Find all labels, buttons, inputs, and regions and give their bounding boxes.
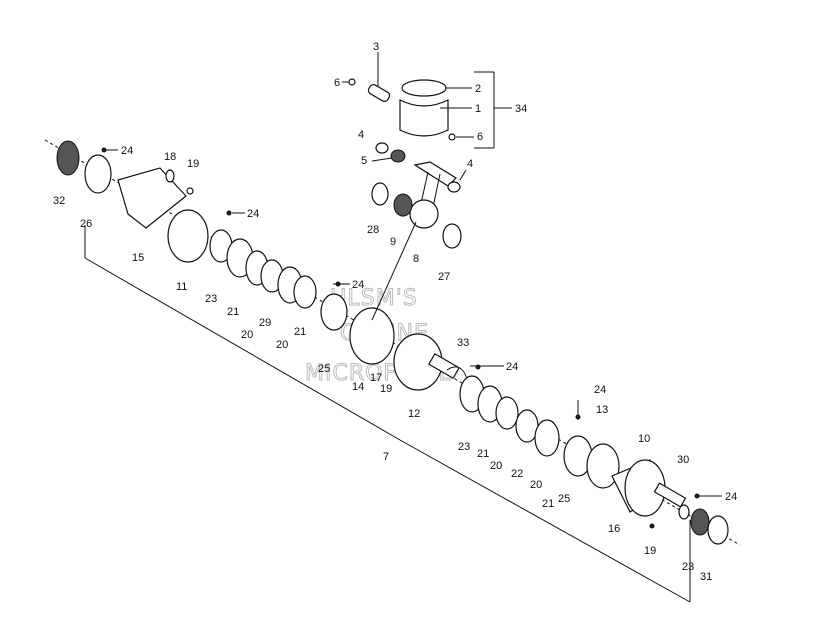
callout-21-c: 21 xyxy=(477,448,489,460)
bearing-5 xyxy=(390,149,406,163)
pin-19-left xyxy=(186,187,194,195)
callout-27: 27 xyxy=(438,271,450,283)
callout-33: 33 xyxy=(457,337,469,349)
crank-web-13 xyxy=(586,443,620,489)
callout-4-bottom: 4 xyxy=(467,158,473,170)
callout-4-top: 4 xyxy=(358,129,364,141)
washer-28 xyxy=(371,182,389,206)
callout-10: 10 xyxy=(638,433,650,445)
callout-25-center: 25 xyxy=(318,363,330,375)
callout-30: 30 xyxy=(677,454,689,466)
callout-23-right: 23 xyxy=(682,561,694,573)
callout-23-left: 23 xyxy=(205,293,217,305)
key-30 xyxy=(678,504,690,520)
callout-17: 17 xyxy=(370,372,382,384)
crank-center xyxy=(349,307,469,391)
callout-9: 9 xyxy=(390,236,396,248)
wrist-pin-3 xyxy=(367,84,391,102)
bearing-23-right xyxy=(690,508,710,536)
callout-8: 8 xyxy=(413,253,419,265)
callout-12: 12 xyxy=(408,408,420,420)
crank-half-left xyxy=(56,140,348,331)
bearing-26 xyxy=(84,154,112,194)
callout-18: 18 xyxy=(164,151,176,163)
callout-28: 28 xyxy=(367,224,379,236)
callout-21-b: 21 xyxy=(294,326,306,338)
callout-23-center: 23 xyxy=(458,441,470,453)
rod-small-end xyxy=(413,161,457,187)
callout-20-d: 20 xyxy=(530,479,542,491)
callout-11: 11 xyxy=(176,281,187,293)
leader-lines xyxy=(84,52,722,603)
callout-21-a: 21 xyxy=(227,306,239,318)
callout-19-center: 19 xyxy=(380,383,392,395)
callout-labels: 1 2 3 34 6 6 4 4 5 28 9 8 27 24 24 24 24… xyxy=(53,41,737,583)
callout-6-top: 6 xyxy=(334,77,340,89)
callout-22: 22 xyxy=(511,468,523,480)
seal-32 xyxy=(56,140,80,176)
callout-25-right: 25 xyxy=(558,493,570,505)
callout-20-c: 20 xyxy=(490,460,502,472)
callout-24-a: 24 xyxy=(121,145,133,157)
washer-4-top xyxy=(375,142,389,154)
crank-web-15 xyxy=(117,167,187,229)
callout-34: 34 xyxy=(515,103,527,115)
callout-24-c: 24 xyxy=(352,279,364,291)
callout-26: 26 xyxy=(80,218,92,230)
callout-20-a: 20 xyxy=(241,329,253,341)
flywheel-11 xyxy=(167,209,209,263)
callout-24-b: 24 xyxy=(247,208,259,220)
callout-20-b: 20 xyxy=(276,339,288,351)
callout-29: 29 xyxy=(259,317,271,329)
callout-24-e: 24 xyxy=(594,384,606,396)
piston-assembly xyxy=(165,78,462,249)
callout-2: 2 xyxy=(475,83,481,95)
callout-16: 16 xyxy=(608,523,620,535)
key-18 xyxy=(165,169,175,183)
callout-32: 32 xyxy=(53,195,65,207)
bearing-9 xyxy=(393,193,413,217)
clip-6-bottom xyxy=(448,133,456,141)
callout-3: 3 xyxy=(373,41,379,53)
callout-5: 5 xyxy=(361,155,367,167)
seal-31 xyxy=(707,515,729,545)
callout-15: 15 xyxy=(132,252,144,264)
callout-24-f: 24 xyxy=(725,491,737,503)
callout-7: 7 xyxy=(383,451,389,463)
callout-31: 31 xyxy=(700,571,712,583)
callout-14: 14 xyxy=(352,381,364,393)
washer-4-bottom xyxy=(447,181,461,193)
callout-13: 13 xyxy=(596,404,608,416)
callout-1: 1 xyxy=(475,103,481,115)
screw-24-dots xyxy=(101,147,700,529)
piston-ring-2 xyxy=(401,79,447,97)
callout-19-right: 19 xyxy=(644,545,656,557)
crank-half-right xyxy=(459,375,729,545)
washer-27 xyxy=(442,223,462,249)
crank-web-14 xyxy=(349,307,395,365)
callout-6-bottom: 6 xyxy=(477,131,483,143)
callout-19-left: 19 xyxy=(187,158,199,170)
piston-1 xyxy=(399,99,449,137)
callout-21-d: 21 xyxy=(542,498,554,510)
connecting-rod-8 xyxy=(409,199,439,229)
clip-6-top xyxy=(348,78,356,86)
callout-24-d: 24 xyxy=(506,361,518,373)
